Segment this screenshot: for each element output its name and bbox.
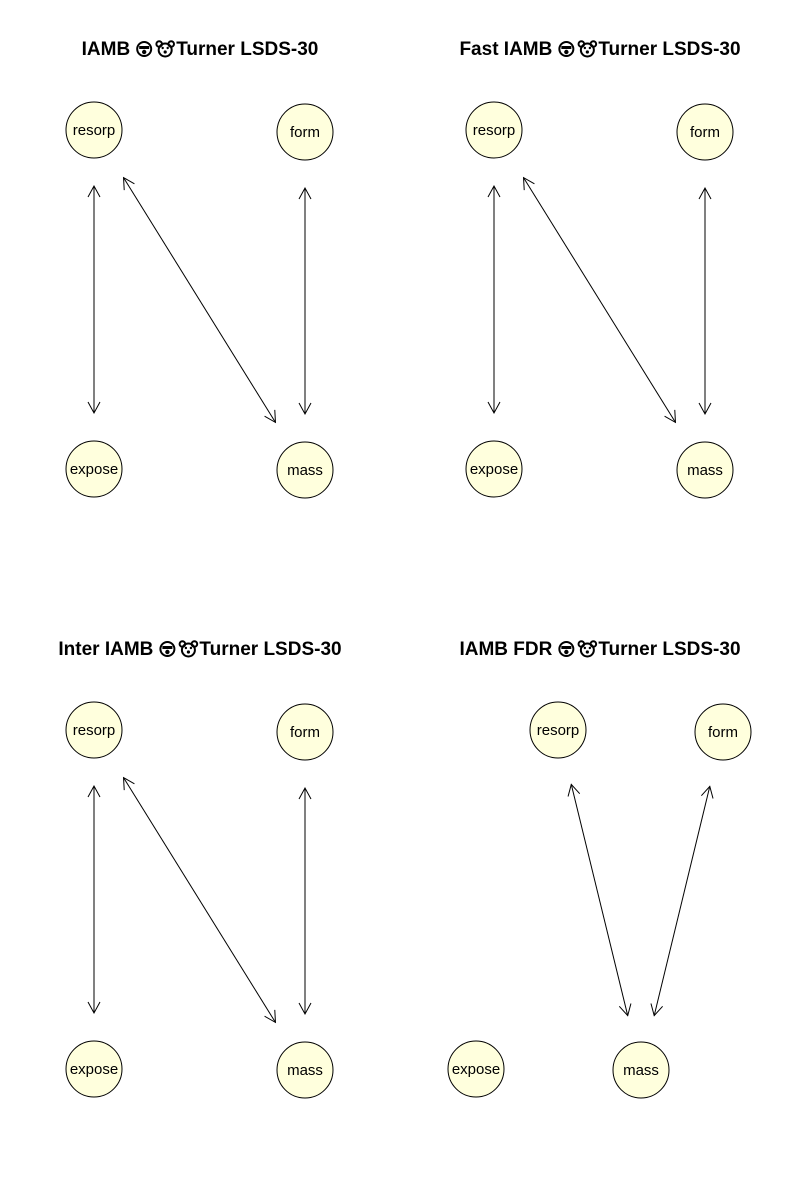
panel-title-suffix: Turner LSDS-30: [598, 639, 740, 660]
node-label: form: [690, 124, 720, 141]
edge-resorp-mass: [122, 176, 277, 424]
node-mass[interactable]: mass: [276, 441, 334, 499]
node-label: expose: [470, 461, 518, 478]
node-circle: [447, 1040, 505, 1098]
node-circle: [465, 440, 523, 498]
node-circle: [676, 441, 734, 499]
node-expose[interactable]: expose: [465, 440, 523, 498]
node-label: form: [708, 724, 738, 741]
panel-4: IAMB FDR Turner LSDS-30 resorp form expose ma…: [447, 639, 752, 1099]
panel-title: IAMB Turner LSDS-30: [82, 39, 319, 60]
node-circle: [65, 701, 123, 759]
node-mass[interactable]: mass: [676, 441, 734, 499]
edge-form-mass: [650, 785, 714, 1017]
node-form[interactable]: form: [276, 103, 334, 161]
node-form[interactable]: form: [694, 703, 752, 761]
node-circle: [65, 440, 123, 498]
node-circle: [276, 703, 334, 761]
node-circle: [276, 441, 334, 499]
face-icon: [558, 41, 575, 57]
node-label: resorp: [73, 722, 116, 739]
node-expose[interactable]: expose: [65, 1040, 123, 1098]
node-resorp[interactable]: resorp: [65, 701, 123, 759]
node-resorp[interactable]: resorp: [65, 101, 123, 159]
node-label: form: [290, 724, 320, 741]
panel-title: IAMB FDR Turner LSDS-30: [459, 639, 740, 660]
panel-title-suffix: Turner LSDS-30: [176, 39, 318, 60]
node-label: mass: [623, 1062, 659, 1079]
node-mass[interactable]: mass: [276, 1041, 334, 1099]
bear-face-icon: [155, 40, 175, 58]
node-circle: [65, 101, 123, 159]
bear-face-icon: [178, 640, 199, 658]
node-label: expose: [70, 461, 118, 478]
face-icon: [136, 41, 153, 57]
bear-face-icon: [577, 640, 598, 658]
node-circle: [676, 103, 734, 161]
edge-resorp-mass: [122, 776, 277, 1024]
face-icon: [159, 641, 176, 657]
node-circle: [694, 703, 752, 761]
node-label: resorp: [473, 122, 516, 139]
node-form[interactable]: form: [676, 103, 734, 161]
panel-2: Fast IAMB Turner LSDS-30 resorp form expose m…: [459, 39, 741, 499]
panel-title-prefix: Fast IAMB: [459, 39, 552, 60]
panel-title-prefix: Inter IAMB: [58, 639, 153, 660]
panel-title-suffix: Turner LSDS-30: [598, 39, 740, 60]
panel-title-prefix: IAMB: [82, 39, 131, 60]
node-form[interactable]: form: [276, 703, 334, 761]
node-expose[interactable]: expose: [447, 1040, 505, 1098]
panel-title: Fast IAMB Turner LSDS-30: [459, 39, 740, 60]
edge-resorp-mass: [522, 176, 677, 424]
face-icon: [558, 641, 575, 657]
node-label: resorp: [73, 122, 116, 139]
node-circle: [65, 1040, 123, 1098]
node-label: expose: [70, 1061, 118, 1078]
node-label: resorp: [537, 722, 580, 739]
node-circle: [276, 1041, 334, 1099]
node-mass[interactable]: mass: [612, 1041, 670, 1099]
node-label: form: [290, 124, 320, 141]
node-circle: [529, 701, 587, 759]
panel-title: Inter IAMB Turner LSDS-30: [58, 639, 341, 660]
node-resorp[interactable]: resorp: [529, 701, 587, 759]
edge-resorp-mass: [567, 783, 632, 1017]
panel-3: Inter IAMB Turner LSDS-30 resorp form expose…: [58, 639, 342, 1099]
node-label: mass: [287, 462, 323, 479]
node-label: mass: [287, 1062, 323, 1079]
node-circle: [465, 101, 523, 159]
panel-1: IAMB Turner LSDS-30 resorp form expose mass: [65, 39, 334, 499]
node-expose[interactable]: expose: [65, 440, 123, 498]
node-circle: [276, 103, 334, 161]
panel-title-suffix: Turner LSDS-30: [199, 639, 341, 660]
node-label: mass: [687, 462, 723, 479]
bear-face-icon: [577, 40, 598, 58]
node-label: expose: [452, 1061, 500, 1078]
panel-title-prefix: IAMB FDR: [459, 639, 552, 660]
node-resorp[interactable]: resorp: [465, 101, 523, 159]
node-circle: [612, 1041, 670, 1099]
